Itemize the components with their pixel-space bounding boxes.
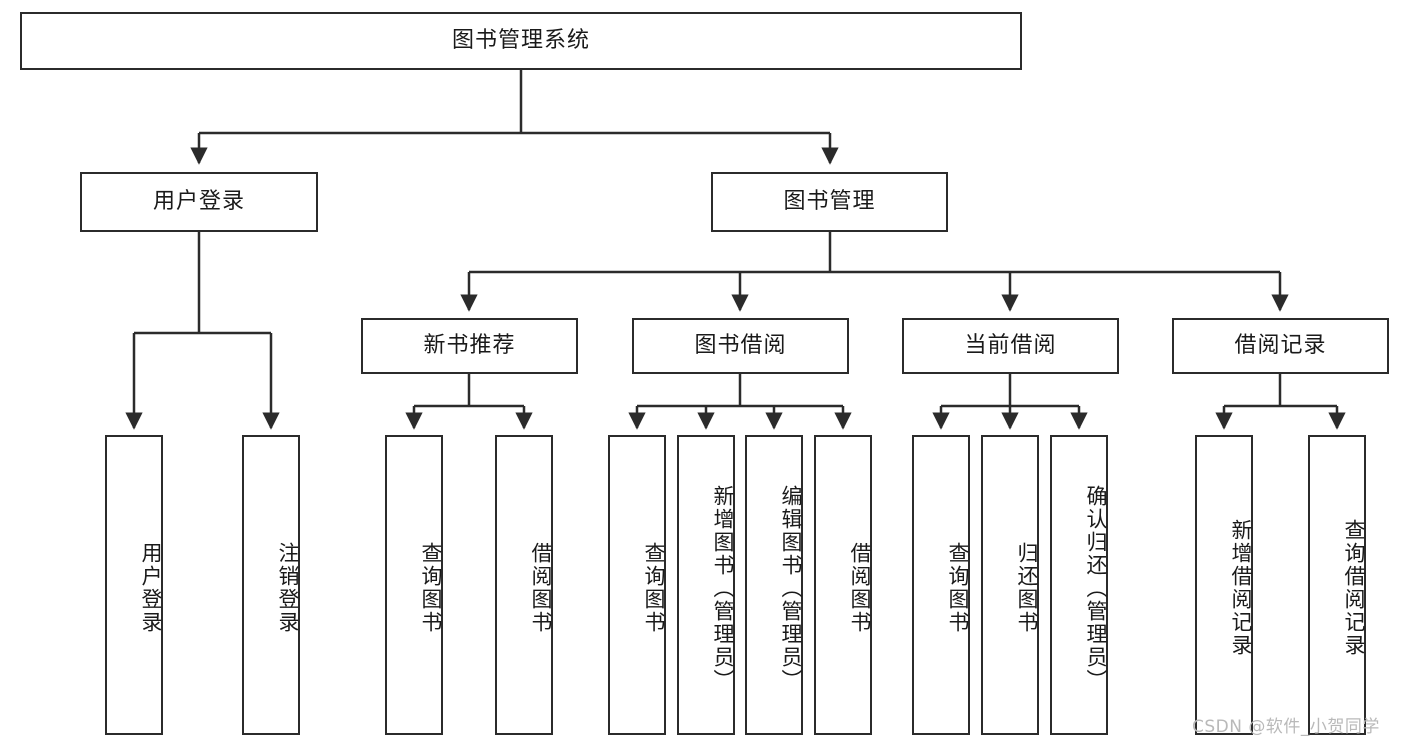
- node-label: 借阅图书: [848, 542, 872, 634]
- node-label: 图书管理: [783, 188, 876, 214]
- node-root-book-management-system[interactable]: 图书管理系统: [20, 12, 1022, 70]
- node-label: 查询图书: [642, 542, 666, 634]
- node-new-book-recommend[interactable]: 新书推荐: [361, 318, 578, 374]
- leaf-borrow-book-recommend[interactable]: 借阅图书: [495, 435, 553, 735]
- leaf-query-borrow-record[interactable]: 查询借阅记录: [1308, 435, 1366, 735]
- leaf-query-book-current[interactable]: 查询图书: [912, 435, 970, 735]
- node-label: 注销登录: [276, 542, 300, 634]
- leaf-user-login[interactable]: 用户登录: [105, 435, 163, 735]
- node-label: 图书借阅: [694, 332, 787, 358]
- node-label: 图书管理系统: [451, 27, 590, 53]
- leaf-add-borrow-record[interactable]: 新增借阅记录: [1195, 435, 1253, 735]
- node-label: 查询借阅记录: [1342, 519, 1366, 657]
- node-label: 查询图书: [419, 542, 443, 634]
- leaf-logout-login[interactable]: 注销登录: [242, 435, 300, 735]
- node-current-borrow[interactable]: 当前借阅: [902, 318, 1119, 374]
- node-book-management[interactable]: 图书管理: [711, 172, 948, 232]
- leaf-query-book-recommend[interactable]: 查询图书: [385, 435, 443, 735]
- node-label: 确认归还（管理员）: [1084, 484, 1108, 692]
- node-label: 新书推荐: [423, 332, 516, 358]
- node-label: 编辑图书（管理员）: [779, 484, 803, 692]
- node-label: 用户登录: [152, 188, 245, 214]
- node-label: 查询图书: [946, 542, 970, 634]
- csdn-watermark: CSDN @软件_小贺同学: [1192, 717, 1380, 737]
- leaf-query-book-borrow[interactable]: 查询图书: [608, 435, 666, 735]
- leaf-confirm-return-admin[interactable]: 确认归还（管理员）: [1050, 435, 1108, 735]
- node-label: 用户登录: [139, 542, 163, 634]
- node-borrow-record[interactable]: 借阅记录: [1172, 318, 1389, 374]
- leaf-edit-book-admin[interactable]: 编辑图书（管理员）: [745, 435, 803, 735]
- node-user-login[interactable]: 用户登录: [80, 172, 318, 232]
- node-book-borrow[interactable]: 图书借阅: [632, 318, 849, 374]
- node-label: 借阅图书: [529, 542, 553, 634]
- node-label: 归还图书: [1015, 542, 1039, 634]
- node-label: 新增借阅记录: [1229, 519, 1253, 657]
- node-label: 借阅记录: [1234, 332, 1327, 358]
- leaf-add-book-admin[interactable]: 新增图书（管理员）: [677, 435, 735, 735]
- leaf-return-book[interactable]: 归还图书: [981, 435, 1039, 735]
- leaf-borrow-book[interactable]: 借阅图书: [814, 435, 872, 735]
- node-label: 新增图书（管理员）: [711, 484, 735, 692]
- node-label: 当前借阅: [964, 332, 1057, 358]
